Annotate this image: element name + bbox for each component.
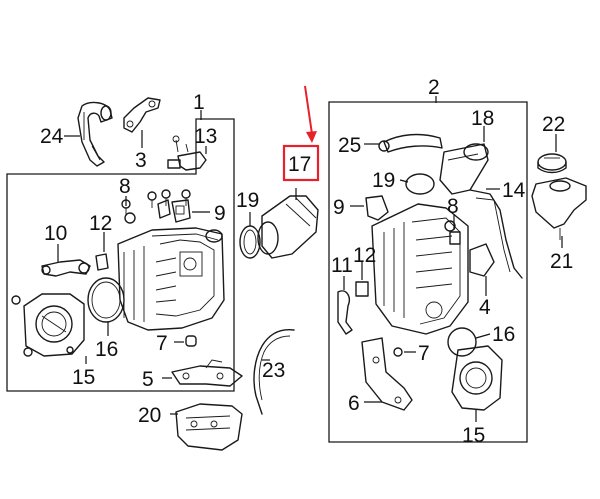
reservoir-21 — [531, 177, 587, 240]
group-1-outline — [6, 118, 235, 392]
callout-12-left: 12 — [89, 212, 112, 235]
callout-23: 23 — [262, 359, 285, 382]
callout-9-left: 9 — [214, 202, 226, 225]
callout-2: 2 — [428, 76, 440, 99]
callout-14: 14 — [502, 179, 526, 202]
callout-24: 24 — [40, 125, 64, 148]
callout-25: 25 — [338, 134, 361, 157]
highlight-box-17 — [282, 144, 320, 182]
gasket-16-left — [87, 277, 125, 323]
callout-11: 11 — [331, 254, 353, 277]
duct-18 — [439, 143, 489, 195]
cap-7-right — [393, 347, 403, 357]
cap-22 — [537, 153, 567, 174]
callout-labels: 1 2 3 4 5 6 7 7 8 8 9 9 10 11 12 12 13 1… — [40, 76, 573, 447]
leader-lines — [57, 126, 563, 422]
callout-15-left: 15 — [72, 366, 95, 389]
callout-22: 22 — [542, 113, 565, 136]
sensor-9-right — [365, 195, 389, 221]
callout-5: 5 — [142, 368, 154, 391]
callout-20: 20 — [138, 404, 161, 427]
clamp-19-right — [405, 173, 435, 195]
callout-21: 21 — [550, 250, 573, 273]
sensor-12-left — [95, 253, 109, 271]
callout-16-left: 16 — [95, 338, 118, 361]
callout-15-right: 15 — [462, 424, 485, 447]
pipe-14 — [469, 189, 523, 279]
bolts-8 — [121, 189, 191, 224]
callout-9-right: 9 — [333, 196, 345, 219]
intake-manifold — [117, 227, 225, 331]
callout-1: 1 — [193, 91, 205, 114]
cover-20 — [175, 403, 243, 451]
tube-23 — [253, 329, 295, 415]
hose-10 — [41, 259, 91, 277]
sensor-8-right — [449, 231, 461, 245]
sensor-9-left — [171, 199, 191, 223]
clamp-19-left — [239, 225, 261, 259]
throttle-body-15-left — [11, 293, 85, 357]
callout-7-right: 7 — [418, 342, 430, 365]
bracket-6 — [361, 337, 413, 411]
throttle-body-15-right — [451, 345, 503, 411]
callout-12-right: 12 — [353, 244, 376, 267]
callout-13: 13 — [194, 125, 217, 148]
callout-6: 6 — [348, 392, 360, 415]
highlight-arrow — [304, 85, 317, 143]
callout-10: 10 — [44, 222, 67, 245]
hose-11 — [337, 290, 353, 335]
callout-8-right: 8 — [447, 195, 459, 218]
callout-19-left: 19 — [236, 189, 259, 212]
bracket-5 — [171, 359, 243, 387]
callout-7-left: 7 — [156, 332, 168, 355]
group-2-outline — [328, 101, 528, 443]
gasket-16-right — [447, 327, 477, 357]
callout-4: 4 — [479, 296, 491, 319]
fitting-13 — [167, 135, 207, 171]
callout-3: 3 — [135, 149, 147, 172]
callout-16-right: 16 — [492, 323, 515, 346]
bracket-3 — [123, 97, 161, 133]
pipe-25 — [378, 133, 443, 153]
callout-17: 17 — [288, 153, 311, 176]
sensor-12-right — [355, 281, 369, 297]
callout-19-right: 19 — [372, 169, 395, 192]
hose-24 — [77, 101, 113, 167]
cap-7-left — [185, 335, 197, 347]
intercooler-housing — [371, 203, 469, 335]
callout-8-left: 8 — [119, 175, 131, 198]
boot-17 — [257, 195, 319, 259]
bracket-4 — [469, 243, 495, 277]
callout-18: 18 — [471, 107, 494, 130]
